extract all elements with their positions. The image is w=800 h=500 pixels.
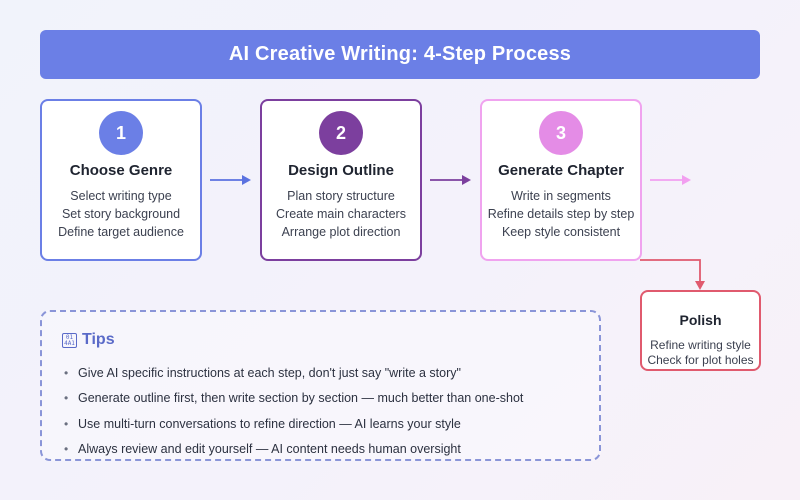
polish-detail: Check for plot holes bbox=[647, 353, 754, 367]
tip-item: •Always review and edit yourself — AI co… bbox=[64, 442, 461, 457]
step-detail: Create main characters bbox=[276, 207, 406, 221]
tip-text: Generate outline first, then write secti… bbox=[78, 391, 524, 406]
step-card-choose-genre: 1 Choose Genre Select writing type Set s… bbox=[40, 99, 202, 261]
polish-detail: Refine writing style bbox=[650, 338, 751, 352]
tip-text: Always review and edit yourself — AI con… bbox=[78, 442, 461, 457]
polish-card: Polish Refine writing style Check for pl… bbox=[640, 290, 761, 371]
tip-item: •Use multi-turn conversations to refine … bbox=[64, 416, 461, 431]
step-detail: Plan story structure bbox=[287, 189, 395, 203]
step-number-badge: 3 bbox=[539, 111, 583, 155]
step-detail: Arrange plot direction bbox=[281, 225, 401, 239]
page-title: AI Creative Writing: 4-Step Process bbox=[228, 43, 572, 65]
tip-text: Give AI specific instructions at each st… bbox=[78, 365, 461, 380]
connector-down-arrow-icon bbox=[640, 259, 705, 290]
step-title: Design Outline bbox=[288, 162, 394, 179]
step-number-badge: 1 bbox=[99, 111, 143, 155]
tips-title: Tips bbox=[82, 331, 115, 348]
step-detail: Set story background bbox=[61, 207, 181, 221]
polish-title: Polish bbox=[679, 312, 722, 328]
arrow-right-icon bbox=[210, 175, 251, 185]
step-detail: Refine details step by step bbox=[487, 207, 635, 221]
step-detail: Define target audience bbox=[58, 225, 184, 239]
step-detail: Write in segments bbox=[511, 189, 611, 203]
tip-item: •Generate outline first, then write sect… bbox=[64, 391, 524, 406]
title-banner: AI Creative Writing: 4-Step Process bbox=[40, 30, 760, 79]
tip-text: Use multi-turn conversations to refine d… bbox=[78, 416, 461, 431]
step-card-design-outline: 2 Design Outline Plan story structure Cr… bbox=[260, 99, 422, 261]
step-title: Choose Genre bbox=[69, 162, 173, 179]
step-title: Generate Chapter bbox=[498, 162, 624, 179]
step-number-badge: 2 bbox=[319, 111, 363, 155]
arrow-right-icon bbox=[650, 175, 691, 185]
step-card-generate-chapter: 3 Generate Chapter Write in segments Ref… bbox=[480, 99, 642, 261]
arrow-right-icon bbox=[430, 175, 471, 185]
tip-item: •Give AI specific instructions at each s… bbox=[64, 365, 461, 380]
step-detail: Keep style consistent bbox=[501, 225, 621, 239]
step-detail: Select writing type bbox=[70, 189, 172, 203]
